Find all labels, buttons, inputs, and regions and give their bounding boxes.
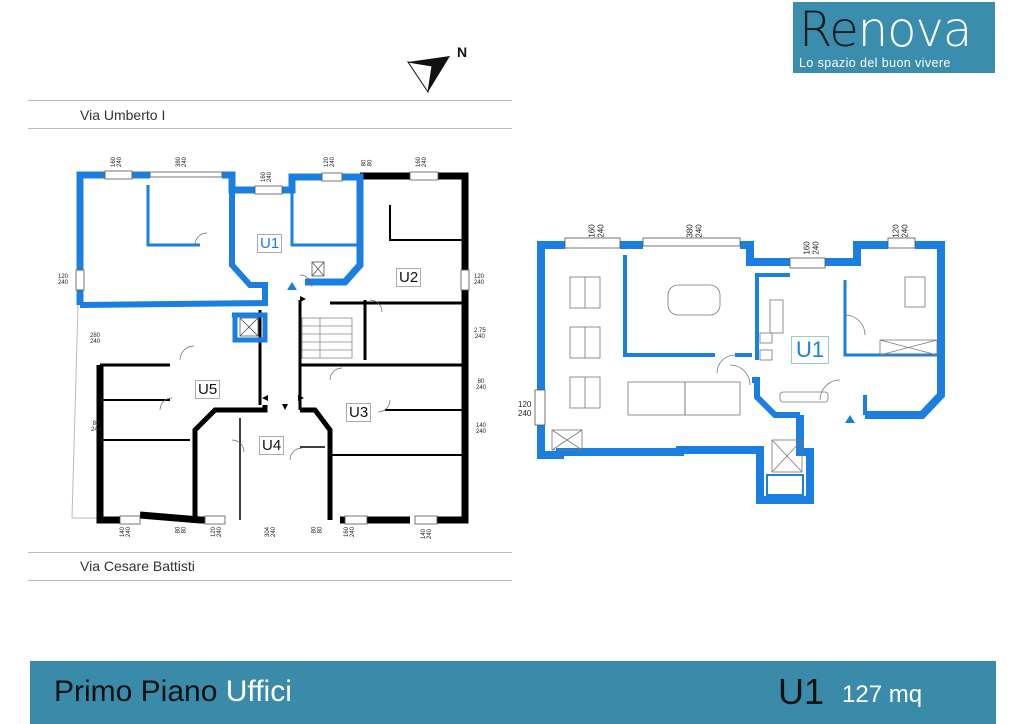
floor-title: Primo Piano Uffici [54,675,292,709]
window-dimension: 80 240 [91,421,102,433]
street-top-label: Via Umberto I [80,107,166,123]
floor-label: Primo Piano [54,675,218,708]
window-dimension: 380 240 [685,224,704,238]
street-bottom-label: Via Cesare Battisti [80,558,195,574]
entrance-marker-icon [287,282,297,290]
window-dimension: 120 240 [891,224,910,238]
furniture [551,276,938,473]
north-arrow-icon [406,56,450,94]
street-line [28,100,512,101]
logo-re: Re [799,2,859,58]
unit-label-u1[interactable]: U1 [257,234,283,253]
window-dimension: 280 240 [90,333,101,345]
unit-label-u2[interactable]: U2 [396,268,422,287]
street-line [28,580,512,581]
street-line [28,128,512,129]
street-line [28,552,512,553]
window-dimension: 120 240 [474,274,485,286]
logo-tagline: Lo spazio del buon vivere [799,56,951,70]
use-label: Uffici [225,675,292,708]
window-dimension: 2.75 240 [474,328,486,340]
unit-label-u3[interactable]: U3 [346,403,372,422]
logo-wordmark: Renova [799,2,973,58]
window-dimension: 160 240 [587,224,606,238]
window-dimension: 80 240 [476,379,487,391]
north-label: N [457,44,468,60]
logo-nova: nova [857,2,973,58]
window-dimension: 160 240 [802,241,821,255]
banner-area: 127 mq [842,681,923,708]
unit-label-u5[interactable]: U5 [195,380,221,399]
unit-label-u4[interactable]: U4 [259,436,285,455]
window-dimension: 140 240 [476,423,487,435]
window-dimension: 120 240 [58,274,69,286]
renova-logo: Renova Lo spazio del buon vivere [793,2,995,73]
banner-unit: U1 [778,671,825,712]
footer-banner: Primo Piano Uffici U1 127 mq [30,661,996,724]
window-dimension: 120 240 [518,400,532,418]
detail-unit-label-u1[interactable]: U1 [791,336,830,364]
entrance-marker-icon [845,415,855,423]
